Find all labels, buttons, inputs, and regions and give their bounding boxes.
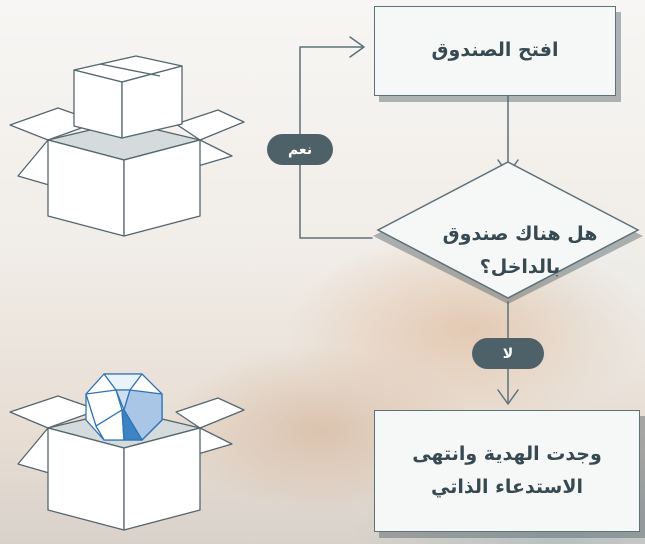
decision-question-line2: بالداخل؟: [479, 256, 561, 278]
decision-question: هل هناك صندوق بالداخل؟: [395, 205, 645, 297]
process-end-line1: وجدت الهدية وانتهى: [412, 442, 602, 465]
process-open-box: افتح الصندوق: [374, 6, 616, 96]
process-end: وجدت الهدية وانتهى الاستدعاء الذاتي: [374, 410, 640, 532]
decision-question-line1: هل هناك صندوق: [442, 222, 598, 245]
decision-diamond: [376, 161, 640, 299]
no-label: لا: [502, 345, 514, 362]
process-end-line2: الاستدعاء الذاتي: [431, 476, 584, 498]
yes-label: نعم: [287, 141, 313, 158]
yes-label-badge: نعم: [267, 134, 333, 165]
open-box-with-gift-icon: [9, 373, 245, 531]
process-open-box-label: افتح الصندوق: [431, 39, 559, 62]
arrow-head-down-2: [497, 389, 519, 405]
empty-open-box-with-closed-box-icon: [9, 55, 245, 237]
arrow-head-right: [349, 36, 365, 58]
no-label-badge: لا: [472, 338, 544, 369]
